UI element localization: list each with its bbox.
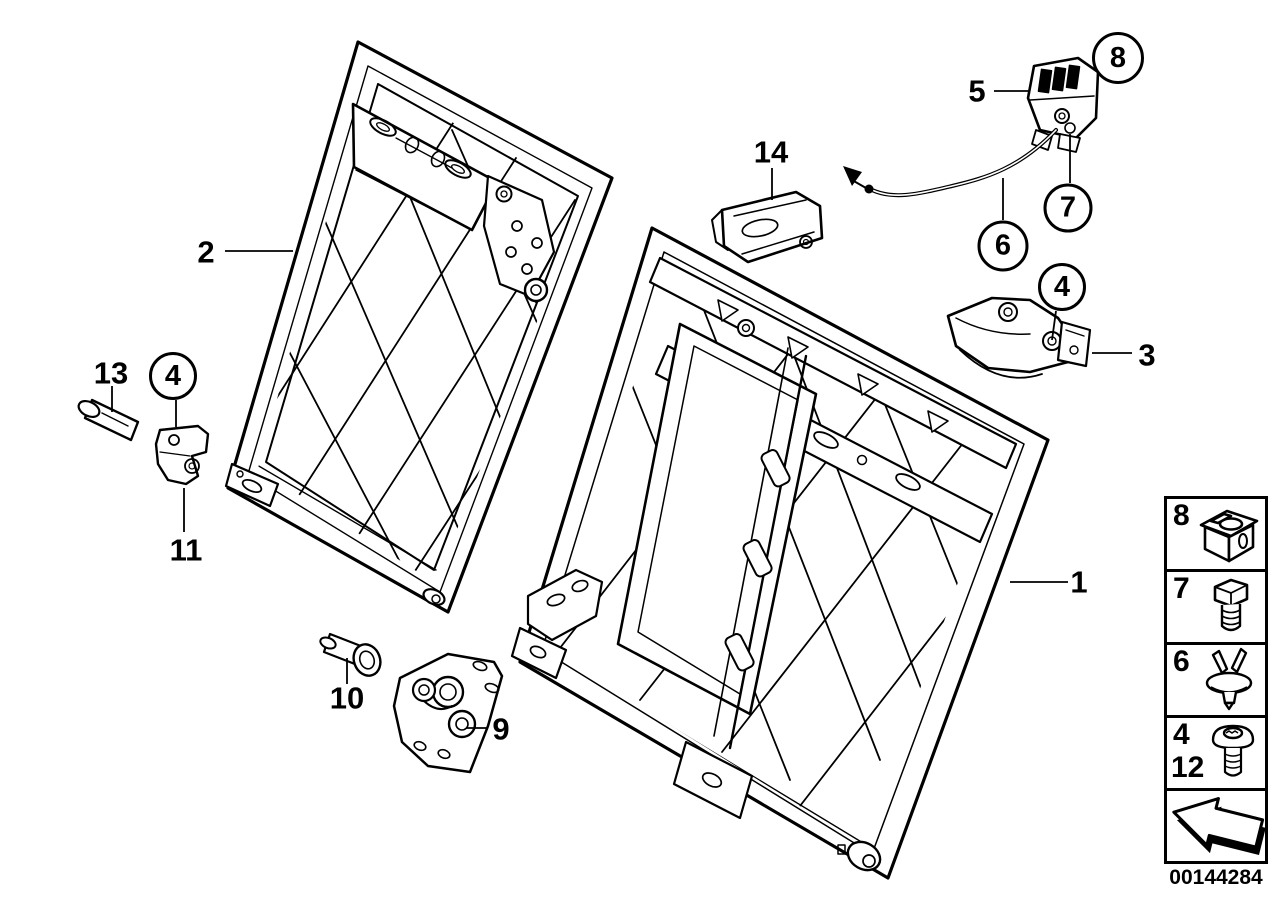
legend-label-7: 7 bbox=[1173, 572, 1190, 605]
legend-row-arrow bbox=[1167, 791, 1266, 861]
backrest-frame-left bbox=[224, 40, 614, 614]
cage-nut-icon bbox=[1199, 509, 1259, 563]
support-bracket bbox=[392, 652, 504, 774]
callout-circle-6[interactable]: 6 bbox=[977, 220, 1029, 272]
blind-rivet bbox=[319, 632, 382, 677]
seat-latch bbox=[946, 296, 1092, 379]
push-clip-icon bbox=[1205, 647, 1253, 711]
fastener-legend: 8 7 bbox=[1164, 496, 1268, 864]
callout-11[interactable]: 11 bbox=[169, 532, 203, 568]
legend-row-4-12: 4 12 bbox=[1167, 718, 1265, 791]
callout-circle-7[interactable]: 7 bbox=[1043, 183, 1093, 233]
corner-brackets bbox=[510, 568, 882, 872]
callout-1[interactable]: 1 bbox=[1070, 564, 1088, 600]
diagram-part-number: 00144284 bbox=[1169, 866, 1263, 889]
legend-label-4: 4 bbox=[1173, 718, 1190, 751]
legend-label-8: 8 bbox=[1173, 499, 1190, 532]
backrest-frame-right bbox=[510, 226, 1050, 880]
callout-10[interactable]: 10 bbox=[329, 680, 365, 716]
lock-actuator bbox=[1026, 56, 1100, 153]
leader-lines bbox=[111, 90, 1132, 729]
legend-row-7: 7 bbox=[1167, 572, 1265, 645]
hex-bolt-icon bbox=[1213, 578, 1249, 632]
callout-circle-8[interactable]: 8 bbox=[1092, 32, 1144, 84]
legend-row-6: 6 bbox=[1167, 645, 1265, 718]
callout-5[interactable]: 5 bbox=[968, 73, 986, 109]
upper-rail bbox=[648, 256, 1018, 470]
center-pillar bbox=[672, 347, 808, 820]
legend-label-12: 12 bbox=[1171, 751, 1205, 784]
callout-2[interactable]: 2 bbox=[197, 234, 215, 270]
callout-3[interactable]: 3 bbox=[1138, 337, 1156, 373]
callout-14[interactable]: 14 bbox=[753, 134, 789, 170]
callout-circle-4-right[interactable]: 4 bbox=[1038, 263, 1086, 311]
legend-label-6: 6 bbox=[1173, 645, 1190, 678]
callout-9[interactable]: 9 bbox=[492, 711, 510, 747]
callout-13[interactable]: 13 bbox=[93, 355, 129, 391]
callout-circle-4-left[interactable]: 4 bbox=[149, 352, 197, 400]
guide-bracket bbox=[711, 190, 824, 264]
hinge-bracket bbox=[482, 174, 556, 303]
legend-row-8: 8 bbox=[1167, 499, 1265, 572]
bowden-cable bbox=[843, 128, 1058, 198]
torx-screw-icon bbox=[1211, 724, 1255, 777]
mount-bracket bbox=[154, 424, 210, 486]
direction-arrow-icon bbox=[1172, 797, 1266, 856]
locating-pin bbox=[77, 398, 140, 442]
headrest-mount-bar bbox=[351, 102, 499, 232]
